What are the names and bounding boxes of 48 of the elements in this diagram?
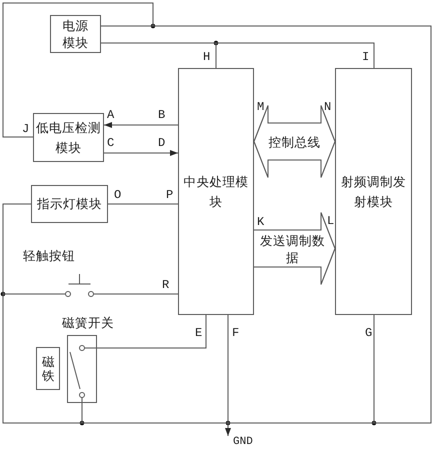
- module-label: 低电压检测模块: [35, 118, 102, 156]
- module-box: [33, 113, 104, 162]
- wire: [96, 314, 206, 348]
- module-box: [50, 15, 101, 53]
- module-label: 射频调制发射模块: [340, 172, 407, 210]
- pin-label: B: [158, 109, 166, 121]
- arrow: [104, 150, 178, 156]
- wire: [228, 422, 374, 424]
- magnet-box: [36, 347, 60, 390]
- arrow: [225, 422, 231, 436]
- module-label: 中央处理模块: [182, 172, 250, 210]
- pin-label: R: [162, 279, 170, 291]
- pin-label: F: [232, 327, 240, 339]
- pin-label: O: [114, 189, 122, 201]
- module-label: 指示灯模块: [36, 195, 103, 213]
- arrow: [104, 122, 178, 128]
- component-label: 轻触按钮: [23, 249, 75, 263]
- module-box: [178, 68, 254, 315]
- module-box: [31, 185, 108, 223]
- wire: [152, 26, 432, 424]
- pin-label: E: [195, 327, 202, 339]
- wire: [216, 42, 374, 68]
- pin-label: K: [257, 216, 264, 228]
- block-arrow: [254, 105, 336, 178]
- pin-label: P: [166, 189, 174, 201]
- pin-label: M: [257, 101, 264, 113]
- edge-label: 发送调制数据: [259, 232, 326, 266]
- ground-label: GND: [224, 436, 253, 449]
- pin-label: L: [327, 215, 334, 227]
- module-label: 磁铁: [42, 354, 54, 382]
- pin-label: I: [362, 51, 370, 63]
- wire: [2, 204, 32, 294]
- pin-label: C: [107, 137, 114, 149]
- edge-label: 控制总线: [268, 133, 322, 150]
- wire: [2, 294, 82, 424]
- pin-label: G: [365, 327, 372, 339]
- pin-label: D: [158, 137, 166, 149]
- module-box: [335, 68, 412, 315]
- push-button-icon: [65, 272, 94, 297]
- wire: [82, 422, 228, 424]
- module-label: 电源模块: [62, 17, 90, 51]
- pin-label: J: [22, 123, 30, 135]
- component-label: 磁簧开关: [62, 316, 114, 330]
- wire: [2, 2, 154, 138]
- pin-label: H: [203, 51, 210, 63]
- pin-label: N: [324, 101, 332, 113]
- pin-label: A: [107, 109, 114, 121]
- block-arrow: [254, 212, 336, 285]
